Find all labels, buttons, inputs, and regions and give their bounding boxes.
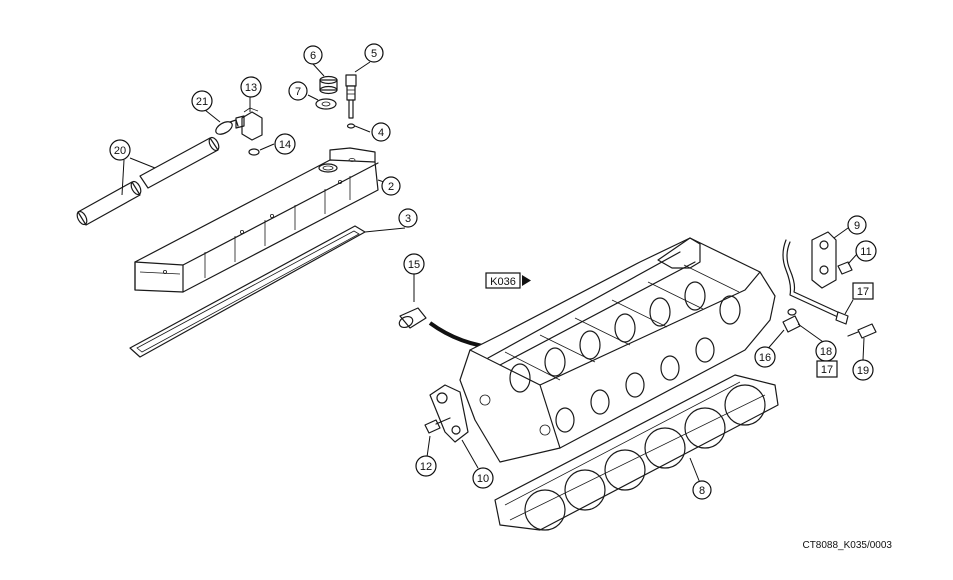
svg-text:12: 12 xyxy=(420,461,432,473)
boxed-label-17-bottom: 17 xyxy=(816,360,838,378)
callout-20: 20 xyxy=(109,139,131,161)
head-ports xyxy=(509,281,741,433)
svg-text:11: 11 xyxy=(860,246,871,258)
oil-filler-cap xyxy=(319,75,338,95)
svg-text:2: 2 xyxy=(388,181,394,193)
callout-9: 9 xyxy=(847,215,867,235)
svg-text:8: 8 xyxy=(699,485,705,497)
callout-4: 4 xyxy=(371,122,391,142)
breather-pipe-upper xyxy=(139,136,220,189)
svg-text:7: 7 xyxy=(295,86,301,98)
cylinder-head-gasket xyxy=(494,374,779,531)
injector-stud xyxy=(345,74,357,119)
lifting-bracket-front xyxy=(429,384,469,443)
svg-text:18: 18 xyxy=(820,346,832,358)
sensor-fitting xyxy=(847,323,877,339)
callout-18: 18 xyxy=(815,340,837,362)
callout-14: 14 xyxy=(274,133,296,155)
figure-code: CT8088_K035/0003 xyxy=(802,540,892,551)
hose-clamp xyxy=(215,119,239,135)
callout-10: 10 xyxy=(472,467,494,489)
svg-text:16: 16 xyxy=(759,352,771,364)
callout-2: 2 xyxy=(381,176,401,196)
cylinder-head-plug xyxy=(398,307,427,329)
callout-8: 8 xyxy=(692,480,712,500)
valve-o-ring xyxy=(248,148,260,156)
svg-text:10: 10 xyxy=(477,473,489,485)
reference-tag: K036 xyxy=(485,272,531,289)
breather-pipe-lower xyxy=(76,180,142,226)
callout-12: 12 xyxy=(415,455,437,477)
callout-7: 7 xyxy=(288,81,308,101)
reference-arrow-icon xyxy=(522,275,531,286)
callout-3: 3 xyxy=(398,208,418,228)
svg-text:6: 6 xyxy=(310,50,316,62)
svg-text:19: 19 xyxy=(857,365,869,377)
stud-o-ring xyxy=(346,123,356,129)
svg-text:15: 15 xyxy=(408,259,420,271)
bracket-bolt-rear xyxy=(837,261,853,275)
callout-16: 16 xyxy=(754,346,776,368)
svg-text:4: 4 xyxy=(378,127,384,139)
callout-21: 21 xyxy=(191,90,213,112)
callout-19: 19 xyxy=(852,359,874,381)
svg-text:3: 3 xyxy=(405,213,411,225)
gasket-bores xyxy=(524,384,766,531)
cylinder-head xyxy=(459,237,776,463)
svg-text:20: 20 xyxy=(114,145,126,157)
lifting-bracket-rear xyxy=(811,231,837,289)
tube-fitting xyxy=(782,308,801,333)
svg-text:13: 13 xyxy=(245,82,257,94)
sealing-washer xyxy=(315,98,337,110)
svg-text:21: 21 xyxy=(196,96,208,108)
boxed-label-17-top: 17 xyxy=(844,282,874,315)
svg-text:K036: K036 xyxy=(490,276,516,288)
svg-text:9: 9 xyxy=(854,220,860,232)
svg-text:17: 17 xyxy=(821,364,833,376)
breather-valve xyxy=(235,107,263,141)
coolant-tube xyxy=(782,239,849,325)
bracket-bolt-front xyxy=(424,417,451,434)
callout-13: 13 xyxy=(240,76,262,98)
svg-text:5: 5 xyxy=(371,48,377,60)
valve-cover xyxy=(134,147,379,293)
callout-5: 5 xyxy=(364,43,384,63)
callout-6: 6 xyxy=(303,45,323,65)
svg-text:14: 14 xyxy=(279,139,291,151)
callout-15: 15 xyxy=(403,253,425,275)
callout-11: 11 xyxy=(855,240,877,262)
svg-text:17: 17 xyxy=(857,286,869,298)
